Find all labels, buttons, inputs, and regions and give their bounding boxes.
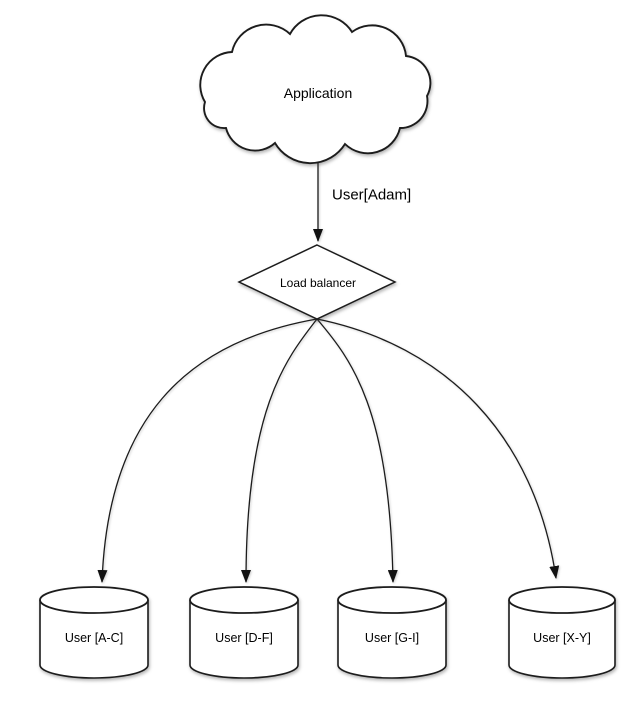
application-cloud-shape [199, 14, 432, 165]
shard-2-label: User [G-I] [364, 631, 420, 645]
shard-1-cylinder [189, 586, 299, 679]
node-group [39, 14, 616, 679]
load-balancer-diamond-shape [237, 244, 397, 320]
application-label: Application [283, 85, 353, 101]
shard-1-label: User [D-F] [215, 631, 273, 645]
lb-to-shard-1-edge [241, 318, 318, 583]
lb-to-shard-2-edge [316, 318, 398, 583]
shard-3-label: User [X-Y] [533, 631, 591, 645]
shard-3-cylinder [508, 586, 616, 679]
lb-to-shard-0-edge [97, 318, 318, 583]
shard-0-cylinder [39, 586, 149, 679]
edge-user-adam-label: User[Adam] [332, 186, 412, 204]
shard-2-cylinder [337, 586, 447, 679]
shard-0-label: User [A-C] [64, 631, 124, 645]
lb-to-shard-3-edge [316, 318, 560, 579]
edge-group [97, 154, 560, 583]
load-balancer-label: Load balancer [279, 276, 357, 290]
